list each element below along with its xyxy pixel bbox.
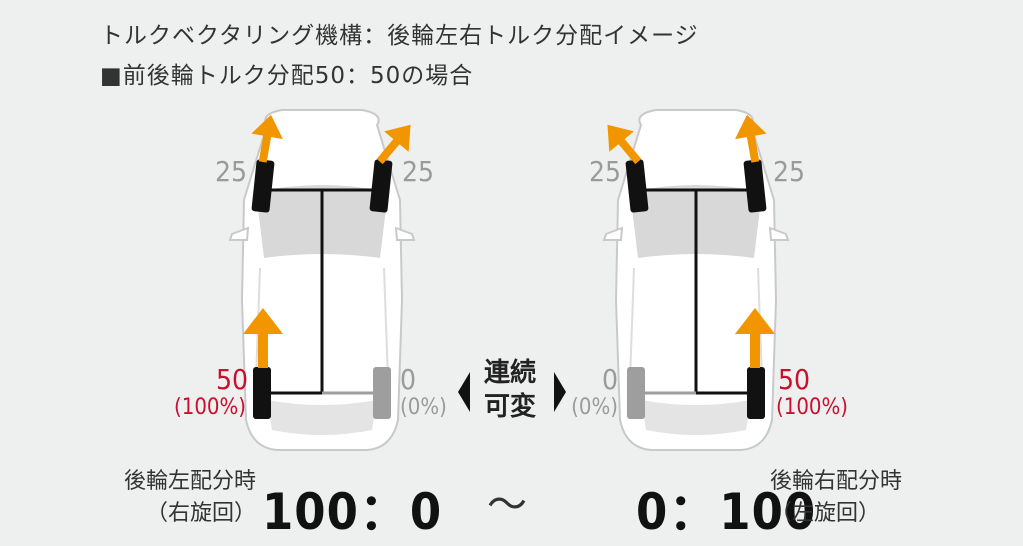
left-rear-left-pct: (100%) — [174, 395, 247, 420]
right-car-front-right-wheel — [743, 159, 767, 213]
left-ratio: 100：0 — [262, 483, 443, 541]
left-car-rear-left-arrow — [243, 308, 283, 368]
left-description-line1: 後輪左配分時 — [123, 469, 256, 494]
diagram-title: トルクベクタリング機構：後輪左右トルク分配イメージ — [100, 23, 699, 49]
left-car-drivetrain — [264, 188, 380, 395]
right-rear-right-value: 50 — [778, 363, 811, 396]
right-car-drivetrain — [638, 188, 754, 395]
right-rear-right-pct: (100%) — [776, 395, 849, 420]
right-triangle-icon — [554, 372, 566, 412]
right-front-left-value: 25 — [589, 155, 622, 188]
right-ratio: 0：100 — [636, 483, 817, 541]
right-description-line1: 後輪右配分時 — [770, 469, 903, 494]
left-triangle-icon — [458, 372, 470, 412]
diagram-subtitle: ■前後輪トルク分配50：50の場合 — [100, 63, 474, 89]
right-car — [603, 109, 789, 451]
right-car-front-right-arrow — [735, 114, 767, 163]
left-car-rear-left-wheel — [253, 367, 271, 419]
center-label-line2: 可変 — [483, 392, 536, 422]
left-rear-right-value: 0 — [400, 363, 417, 396]
right-rear-left-pct: (0%) — [571, 395, 618, 420]
range-tilde: ～ — [487, 482, 527, 528]
left-front-right-value: 25 — [402, 155, 435, 188]
left-car-front-right-arrow — [376, 124, 411, 165]
right-front-right-value: 25 — [773, 155, 806, 188]
left-car-front-left-wheel — [251, 159, 275, 213]
left-description: 後輪左配分時 （右旋回） — [110, 466, 256, 530]
right-car-front-left-wheel — [625, 159, 649, 213]
left-front-left-value: 25 — [215, 155, 248, 188]
right-car-front-left-arrow — [607, 124, 642, 165]
left-car — [229, 109, 415, 451]
left-car-rear-right-wheel — [373, 367, 391, 419]
right-car-rear-right-arrow — [735, 308, 775, 368]
left-car-front-left-arrow — [251, 114, 283, 163]
right-car-rear-right-wheel — [747, 367, 765, 419]
left-rear-right-pct: (0%) — [400, 395, 447, 420]
right-car-rear-left-wheel — [627, 367, 645, 419]
center-label-line1: 連続 — [483, 358, 536, 388]
continuous-variable-label: 連続 可変 — [474, 356, 546, 424]
right-description-line2: （左旋回） — [770, 501, 881, 526]
left-rear-left-value: 50 — [216, 363, 249, 396]
right-rear-left-value: 0 — [601, 363, 618, 396]
left-description-line2: （右旋回） — [145, 501, 256, 526]
right-description: 後輪右配分時 （左旋回） — [770, 466, 902, 530]
left-car-front-right-wheel — [369, 159, 393, 213]
